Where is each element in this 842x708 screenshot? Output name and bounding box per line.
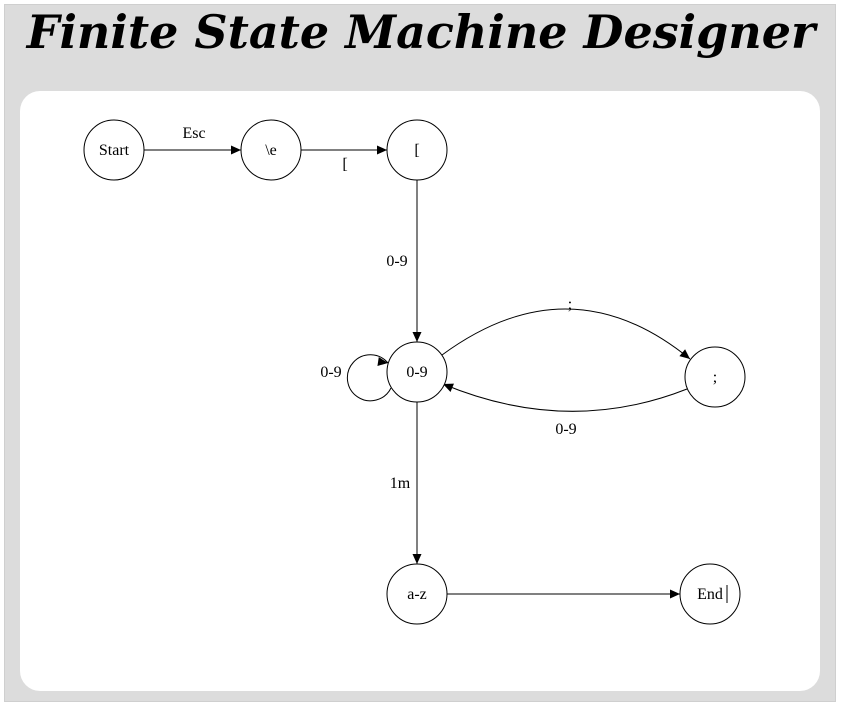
transition-label: [ (342, 156, 347, 173)
state-node-bracket[interactable]: [ (386, 119, 448, 181)
state-circle (679, 563, 741, 625)
page-title: Finite State Machine Designer (26, 5, 816, 59)
self-loop-arc (346, 354, 392, 402)
state-node-semicolon[interactable]: ; (684, 346, 746, 408)
state-label: \e (265, 142, 277, 159)
fsm-diagram[interactable]: Esc [0-9 0-9; 0-9 1m Start \e [0-9; a-z End (20, 91, 820, 691)
state-label: 0-9 (406, 364, 427, 381)
state-node-letters[interactable]: a-z (386, 563, 448, 625)
transition-digits-to-digits[interactable]: 0-9 (320, 354, 392, 402)
state-circle (386, 341, 448, 403)
transition-start-to-esc[interactable]: Esc (144, 125, 241, 155)
transition-letters-to-end[interactable] (447, 589, 680, 599)
arrowhead (679, 349, 690, 359)
arrowhead (231, 145, 241, 155)
transition-label: Esc (182, 125, 205, 142)
state-circle (386, 119, 448, 181)
transition-label: 0-9 (320, 364, 341, 381)
state-label: Start (99, 142, 130, 159)
state-label: a-z (407, 586, 427, 603)
state-label: End (697, 586, 723, 603)
edge-line (441, 308, 691, 360)
state-node-digits[interactable]: 0-9 (386, 341, 448, 403)
transition-digits-to-letters[interactable]: 1m (390, 402, 422, 564)
state-node-end[interactable]: End (679, 563, 741, 625)
state-circle (386, 563, 448, 625)
transition-label: ; (568, 296, 572, 313)
state-circle (240, 119, 302, 181)
state-node-start[interactable]: Start (83, 119, 145, 181)
arrowhead (412, 554, 422, 564)
arrowhead (377, 357, 388, 366)
state-circle (684, 346, 746, 408)
edges-layer: Esc [0-9 0-9; 0-9 1m (144, 125, 691, 599)
edge-line (442, 383, 688, 412)
state-circle (83, 119, 145, 181)
app-frame: Finite State Machine Designer Esc [0-9 0-9… (4, 4, 836, 702)
nodes-layer: Start \e [0-9; a-z End (83, 119, 746, 625)
transition-esc-to-bracket[interactable]: [ (301, 145, 387, 174)
transition-label: 1m (390, 475, 411, 492)
transition-semicolon-to-digits[interactable]: 0-9 (442, 383, 688, 438)
transition-digits-to-semicolon[interactable]: ; (441, 296, 691, 360)
state-node-esc[interactable]: \e (240, 119, 302, 181)
arrowhead (377, 145, 387, 155)
transition-bracket-to-digits[interactable]: 0-9 (386, 180, 422, 342)
state-label: [ (414, 142, 419, 159)
arrowhead (670, 589, 680, 599)
arrowhead (412, 332, 422, 342)
transition-label: 0-9 (386, 253, 407, 270)
fsm-canvas[interactable]: Esc [0-9 0-9; 0-9 1m Start \e [0-9; a-z End (20, 91, 820, 691)
transition-label: 0-9 (555, 421, 576, 438)
state-label: ; (713, 369, 717, 386)
arrowhead (443, 383, 454, 392)
